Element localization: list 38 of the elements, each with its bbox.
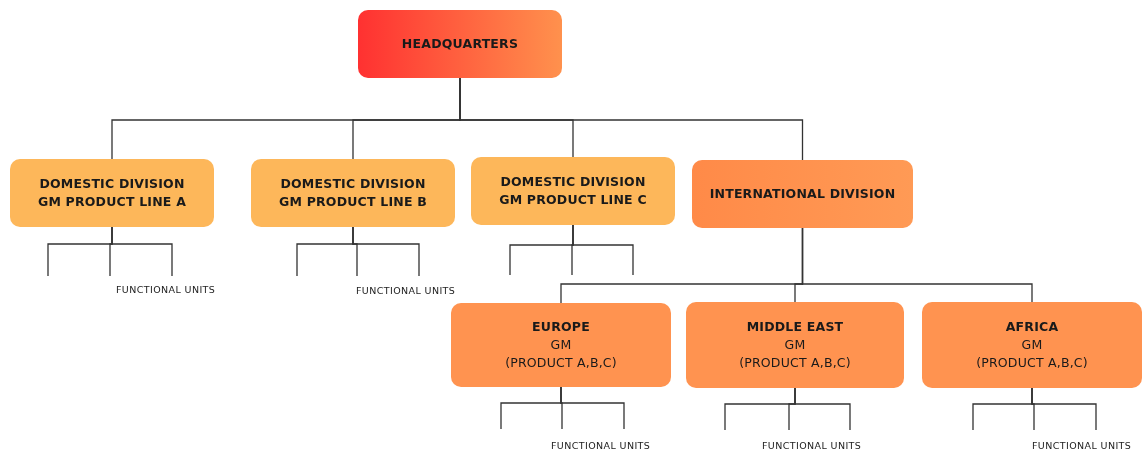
region-box bbox=[686, 302, 904, 388]
note-label: FUNCTIONAL UNITS bbox=[1032, 440, 1132, 451]
note-label: FUNCTIONAL UNITS bbox=[116, 284, 216, 295]
connector-line bbox=[459, 77, 804, 161]
division-box bbox=[10, 159, 214, 227]
box-heading: DOMESTIC DIVISION bbox=[500, 172, 646, 191]
division-box bbox=[471, 157, 675, 225]
box-text: (PRODUCT A,B,C) bbox=[739, 354, 851, 373]
box-text: (PRODUCT A,B,C) bbox=[505, 354, 617, 373]
box-heading: HEADQUARTERS bbox=[401, 34, 519, 53]
connector-line bbox=[801, 227, 1033, 303]
box-text: GM PRODUCT LINE C bbox=[499, 191, 647, 209]
box-text: GM PRODUCT LINE B bbox=[279, 193, 427, 211]
box-heading: EUROPE bbox=[532, 317, 590, 336]
box-heading: INTERNATIONAL DIVISION bbox=[709, 184, 896, 203]
division-box bbox=[251, 159, 455, 227]
box-heading: DOMESTIC DIVISION bbox=[39, 174, 185, 193]
region-box bbox=[451, 303, 671, 387]
connector-line bbox=[560, 386, 625, 430]
connector-line bbox=[1031, 387, 1097, 431]
headquarters-box bbox=[358, 10, 562, 78]
note-label: FUNCTIONAL UNITS bbox=[356, 285, 456, 296]
connector-line bbox=[572, 224, 634, 276]
division-box bbox=[692, 160, 913, 228]
box-text: GM bbox=[550, 335, 572, 354]
box-heading: DOMESTIC DIVISION bbox=[280, 174, 426, 193]
connector-line bbox=[794, 387, 851, 431]
note-label: FUNCTIONAL UNITS bbox=[762, 440, 862, 451]
connector-line bbox=[111, 226, 173, 277]
connector-line bbox=[352, 226, 420, 277]
box-text: GM bbox=[784, 335, 806, 354]
box-text: GM PRODUCT LINE A bbox=[37, 193, 187, 211]
box-heading: AFRICA bbox=[1005, 317, 1059, 336]
region-box bbox=[922, 302, 1142, 388]
box-text: GM bbox=[1021, 335, 1043, 354]
box-text: (PRODUCT A,B,C) bbox=[976, 354, 1088, 373]
note-label: FUNCTIONAL UNITS bbox=[551, 440, 651, 451]
box-heading: MIDDLE EAST bbox=[746, 317, 844, 336]
